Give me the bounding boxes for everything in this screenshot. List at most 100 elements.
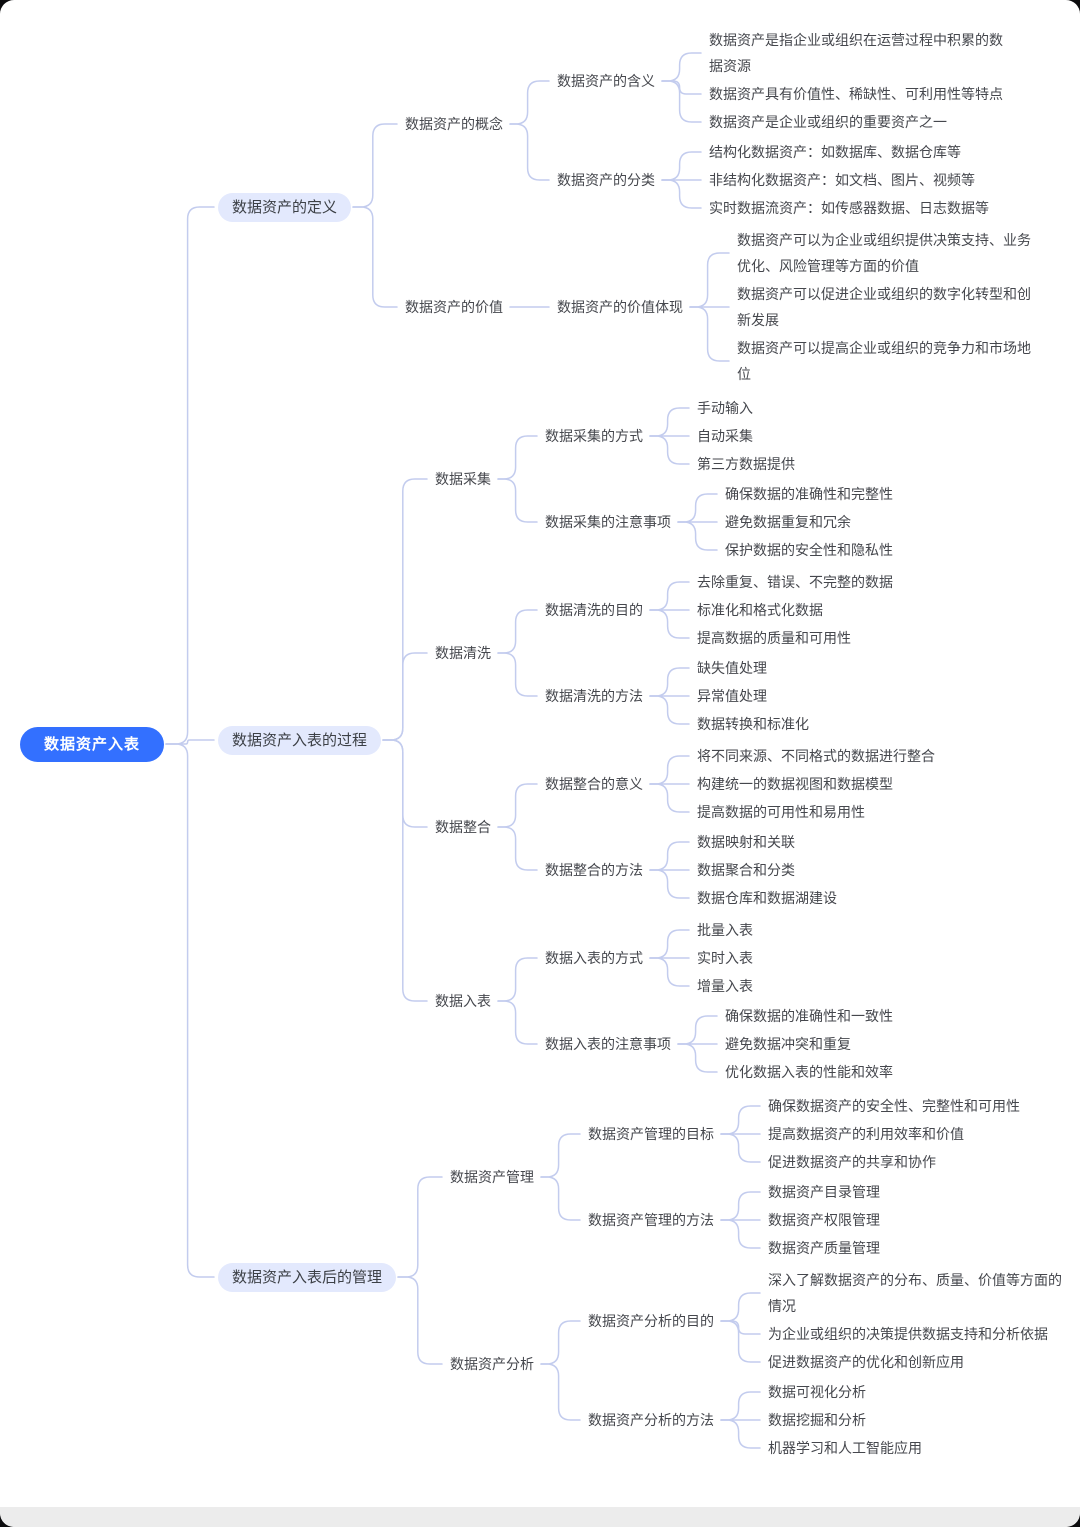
- detail-node[interactable]: 提高数据的可用性和易用性: [697, 799, 865, 825]
- detail-node[interactable]: 数据资产可以为企业或组织提供决策支持、业务优化、风险管理等方面的价值: [737, 227, 1037, 279]
- subtree: 提高数据资产的利用效率和价值: [768, 1121, 964, 1147]
- subtopic-node[interactable]: 数据入表的注意事项: [545, 1031, 671, 1057]
- node-label: 数据整合的方法: [545, 862, 644, 878]
- subtopic-node[interactable]: 数据整合的意义: [545, 771, 643, 797]
- node-label: 数据可视化分析: [768, 1384, 867, 1400]
- subtopic-node[interactable]: 数据清洗的目的: [545, 597, 643, 623]
- subtree: 数据资产的概念 数据资产的含义 数据资产是指企业或组织在运营过程中积累的数据资源数据…: [405, 25, 1009, 223]
- detail-node[interactable]: 确保数据资产的安全性、完整性和可用性: [768, 1093, 1020, 1119]
- detail-node[interactable]: 数据映射和关联: [697, 829, 795, 855]
- detail-node[interactable]: 异常值处理: [697, 683, 767, 709]
- detail-node[interactable]: 实时数据流资产：如传感器数据、日志数据等: [709, 195, 989, 221]
- subtopic-node[interactable]: 数据清洗的方法: [545, 683, 643, 709]
- topic-node[interactable]: 数据资产的概念: [405, 111, 503, 137]
- detail-node[interactable]: 为企业或组织的决策提供数据支持和分析依据: [768, 1321, 1048, 1347]
- subtopic-node[interactable]: 数据资产分析的方法: [588, 1407, 714, 1433]
- detail-node[interactable]: 数据资产是指企业或组织在运营过程中积累的数据资源: [709, 27, 1009, 79]
- detail-node[interactable]: 数据资产目录管理: [768, 1179, 880, 1205]
- subtree: 数据入表的注意事项 确保数据的准确性和一致性避免数据冲突和重复优化数据入表的性能和…: [545, 1002, 893, 1086]
- subtopic-node[interactable]: 数据资产的价值体现: [557, 294, 683, 320]
- detail-node[interactable]: 数据可视化分析: [768, 1379, 866, 1405]
- node-label: 数据资产可以促进企业或组织的数字化转型和创新发展: [737, 286, 1032, 328]
- branch-node[interactable]: 数据资产入表后的管理: [218, 1262, 397, 1292]
- subtree: 避免数据冲突和重复: [725, 1031, 851, 1057]
- detail-node[interactable]: 提高数据的质量和可用性: [697, 625, 851, 651]
- node-label: 缺失值处理: [697, 660, 768, 676]
- detail-node[interactable]: 深入了解数据资产的分布、质量、价值等方面的情况: [768, 1267, 1068, 1319]
- detail-node[interactable]: 提高数据资产的利用效率和价值: [768, 1121, 964, 1147]
- subtree: 数据资产管理的目标 确保数据资产的安全性、完整性和可用性提高数据资产的利用效率和价…: [588, 1092, 1020, 1176]
- detail-node[interactable]: 优化数据入表的性能和效率: [725, 1059, 893, 1085]
- subtopic-node[interactable]: 数据采集的注意事项: [545, 509, 671, 535]
- children-column: 数据清洗的目的 去除重复、错误、不完整的数据标准化和格式化数据提高数据的质量和可用…: [545, 567, 893, 739]
- detail-node[interactable]: 非结构化数据资产：如文档、图片、视频等: [709, 167, 975, 193]
- detail-node[interactable]: 数据资产质量管理: [768, 1235, 880, 1261]
- detail-node[interactable]: 保护数据的安全性和隐私性: [725, 537, 893, 563]
- detail-node[interactable]: 数据聚合和分类: [697, 857, 795, 883]
- subtopic-node[interactable]: 数据资产分析的目的: [588, 1308, 714, 1334]
- detail-node[interactable]: 自动采集: [697, 423, 753, 449]
- subtopic-node[interactable]: 数据资产的含义: [557, 68, 655, 94]
- topic-node[interactable]: 数据清洗: [435, 640, 491, 666]
- children-column: 数据资产管理 数据资产管理的目标 确保数据资产的安全性、完整性和可用性提高数据资产的…: [450, 1090, 1068, 1464]
- detail-node[interactable]: 促进数据资产的共享和协作: [768, 1149, 936, 1175]
- node-label: 数据资产是指企业或组织在运营过程中积累的数据资源: [709, 32, 1004, 74]
- subtopic-node[interactable]: 数据资产管理的目标: [588, 1121, 714, 1147]
- root-node[interactable]: 数据资产入表: [20, 726, 165, 762]
- subtopic-node[interactable]: 数据入表的方式: [545, 945, 643, 971]
- node-label: 构建统一的数据视图和数据模型: [697, 776, 894, 792]
- detail-node[interactable]: 数据资产具有价值性、稀缺性、可利用性等特点: [709, 81, 1003, 107]
- subtree: 数据清洗的目的 去除重复、错误、不完整的数据标准化和格式化数据提高数据的质量和可用…: [545, 568, 893, 652]
- detail-node[interactable]: 手动输入: [697, 395, 753, 421]
- detail-node[interactable]: 促进数据资产的优化和创新应用: [768, 1349, 964, 1375]
- node-label: 确保数据资产的安全性、完整性和可用性: [768, 1098, 1021, 1114]
- branch-node[interactable]: 数据资产的定义: [218, 192, 352, 222]
- detail-node[interactable]: 数据资产是企业或组织的重要资产之一: [709, 109, 947, 135]
- topic-node[interactable]: 数据整合: [435, 814, 491, 840]
- subtree: 深入了解数据资产的分布、质量、价值等方面的情况: [768, 1267, 1068, 1319]
- topic-node[interactable]: 数据入表: [435, 988, 491, 1014]
- node-label: 数据资产入表: [44, 735, 141, 753]
- detail-node[interactable]: 避免数据冲突和重复: [725, 1031, 851, 1057]
- detail-node[interactable]: 机器学习和人工智能应用: [768, 1435, 922, 1461]
- detail-node[interactable]: 确保数据的准确性和完整性: [725, 481, 893, 507]
- topic-node[interactable]: 数据资产的价值: [405, 294, 503, 320]
- node-label: 数据入表的注意事项: [545, 1036, 672, 1052]
- detail-node[interactable]: 批量入表: [697, 917, 753, 943]
- detail-node[interactable]: 标准化和格式化数据: [697, 597, 823, 623]
- detail-node[interactable]: 结构化数据资产：如数据库、数据仓库等: [709, 139, 961, 165]
- detail-node[interactable]: 构建统一的数据视图和数据模型: [697, 771, 893, 797]
- detail-node[interactable]: 确保数据的准确性和一致性: [725, 1003, 893, 1029]
- topic-node[interactable]: 数据采集: [435, 466, 491, 492]
- subtopic-node[interactable]: 数据采集的方式: [545, 423, 643, 449]
- node-label: 确保数据的准确性和一致性: [725, 1008, 894, 1024]
- detail-node[interactable]: 数据仓库和数据湖建设: [697, 885, 837, 911]
- subtree: 避免数据重复和冗余: [725, 509, 851, 535]
- children-column: 结构化数据资产：如数据库、数据仓库等非结构化数据资产：如文档、图片、视频等实时数…: [709, 138, 989, 222]
- subtopic-node[interactable]: 数据资产的分类: [557, 167, 655, 193]
- detail-node[interactable]: 第三方数据提供: [697, 451, 795, 477]
- detail-node[interactable]: 数据转换和标准化: [697, 711, 809, 737]
- detail-node[interactable]: 数据资产可以促进企业或组织的数字化转型和创新发展: [737, 281, 1037, 333]
- subtopic-node[interactable]: 数据资产管理的方法: [588, 1207, 714, 1233]
- detail-node[interactable]: 增量入表: [697, 973, 753, 999]
- detail-node[interactable]: 缺失值处理: [697, 655, 767, 681]
- detail-node[interactable]: 数据资产权限管理: [768, 1207, 880, 1233]
- topic-node[interactable]: 数据资产管理: [450, 1164, 534, 1190]
- detail-node[interactable]: 实时入表: [697, 945, 753, 971]
- branch-node[interactable]: 数据资产入表的过程: [218, 725, 382, 755]
- children-column: 去除重复、错误、不完整的数据标准化和格式化数据提高数据的质量和可用性: [697, 568, 893, 652]
- subtree: 数据清洗 数据清洗的目的 去除重复、错误、不完整的数据标准化和格式化数据提高数据的质…: [435, 567, 893, 739]
- detail-node[interactable]: 将不同来源、不同格式的数据进行整合: [697, 743, 935, 769]
- subtree: 数据采集 数据采集的方式 手动输入自动采集第三方数据提供数据采集的注意事项 确保数据的…: [435, 393, 893, 565]
- detail-node[interactable]: 去除重复、错误、不完整的数据: [697, 569, 893, 595]
- subtree: 数据资产目录管理: [768, 1179, 880, 1205]
- subtopic-node[interactable]: 数据整合的方法: [545, 857, 643, 883]
- detail-node[interactable]: 数据资产可以提高企业或组织的竞争力和市场地位: [737, 335, 1037, 387]
- subtree: 数据资产的分类 结构化数据资产：如数据库、数据仓库等非结构化数据资产：如文档、图片…: [557, 138, 989, 222]
- detail-node[interactable]: 数据挖掘和分析: [768, 1407, 866, 1433]
- topic-node[interactable]: 数据资产分析: [450, 1351, 534, 1377]
- node-label: 数据聚合和分类: [697, 862, 796, 878]
- detail-node[interactable]: 避免数据重复和冗余: [725, 509, 851, 535]
